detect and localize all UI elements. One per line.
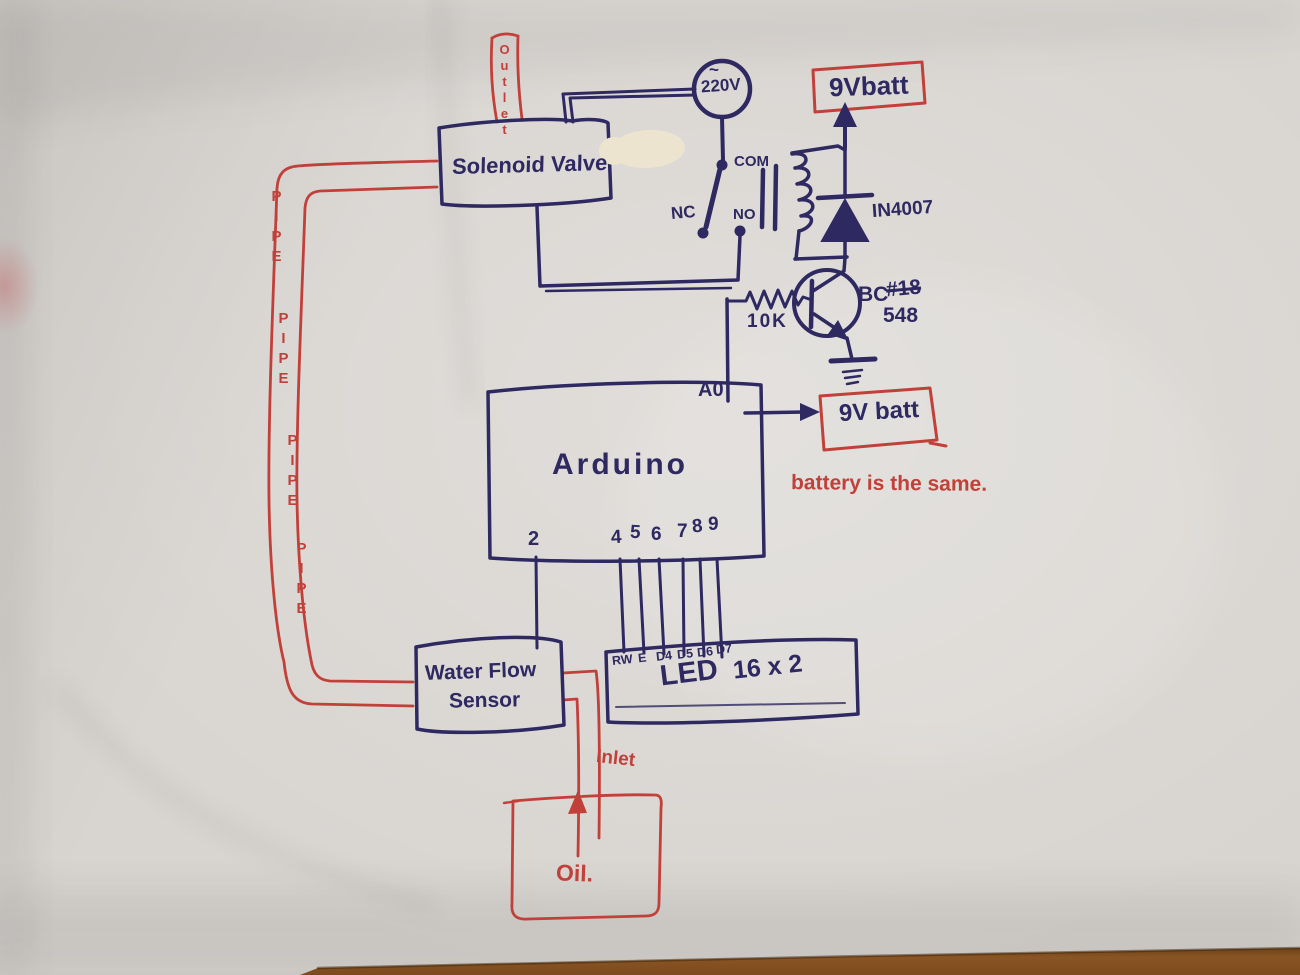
pin-8-label: 8	[691, 515, 704, 538]
wire-no-to-valve	[535, 205, 742, 293]
oil-tank-box	[502, 793, 663, 921]
arduino-label: Arduino	[552, 448, 688, 481]
wood-table	[300, 946, 1300, 975]
diode-label: IN4007	[871, 196, 934, 223]
diode-1n4007	[815, 146, 875, 259]
flow-arrow-up	[568, 790, 587, 814]
pin-6-label: 6	[651, 524, 662, 545]
relay-coil	[790, 144, 849, 261]
wires-digital-pins	[618, 557, 724, 659]
pipe-word-1: PIPE	[268, 188, 285, 268]
wire-valve-to-220v	[561, 87, 697, 124]
lcd-pin-d7-label: D7	[715, 641, 733, 657]
solenoid-valve-label: Solenoid Valve	[451, 149, 608, 180]
pin-2-label: 2	[528, 528, 540, 550]
outlet-label: Outlet	[497, 42, 512, 138]
relay-contacts	[697, 115, 779, 239]
pipe-word-4: PIPE	[293, 540, 310, 620]
pipe-word-3: PIPE	[284, 432, 301, 512]
pipe-outlet	[489, 32, 524, 124]
battery-mid-box	[818, 386, 948, 452]
pipe-inlet	[561, 669, 601, 858]
sensor-box	[414, 635, 566, 735]
ground-symbol	[828, 356, 878, 386]
pin-a0-label: A0	[698, 379, 724, 401]
relay-com-label: COM	[734, 153, 769, 170]
transistor-bc548	[792, 256, 862, 361]
wire-pin2	[534, 555, 539, 650]
lcd-pin-rw-label: RW	[611, 651, 634, 669]
pin-5-label: 5	[629, 521, 642, 544]
lcd-name-label: LED	[658, 653, 720, 693]
lcd-box	[604, 637, 860, 725]
pipe-left	[267, 159, 439, 708]
solenoid-valve-box	[437, 117, 613, 208]
sensor-label-1: Water Flow	[424, 658, 537, 685]
pin-7-label: 7	[677, 521, 688, 542]
oil-label: Oil.	[555, 859, 594, 887]
arduino-box	[486, 380, 766, 563]
pin-4-label: 4	[610, 526, 623, 549]
transistor-bc-label: BC	[858, 283, 889, 306]
resistor-label: 10K	[747, 311, 788, 332]
relay-nc-label: NC	[670, 201, 697, 224]
battery-mid-label: 9V batt	[838, 395, 920, 428]
arrow-to-battery-top	[833, 102, 857, 150]
sensor-label-2: Sensor	[448, 688, 521, 713]
ac-voltage-label: 220V	[700, 74, 742, 97]
correction-fluid-blob	[599, 129, 685, 169]
transistor-crossed-label: #18	[885, 275, 922, 302]
battery-top-label: 9Vbatt	[828, 69, 909, 103]
battery-top-box	[811, 60, 927, 114]
battery-note: battery is the same.	[790, 471, 988, 496]
pipe-word-2: PIPE	[275, 310, 292, 390]
pin-9-label: 9	[708, 514, 719, 535]
inlet-label: Inlet	[595, 746, 637, 771]
ac-tilde: ~	[709, 60, 719, 79]
lcd-pin-e-label: E	[637, 650, 648, 666]
transistor-548-label: 548	[883, 304, 919, 327]
arrow-to-battery-mid	[743, 403, 820, 421]
relay-no-label: NO	[733, 206, 756, 223]
